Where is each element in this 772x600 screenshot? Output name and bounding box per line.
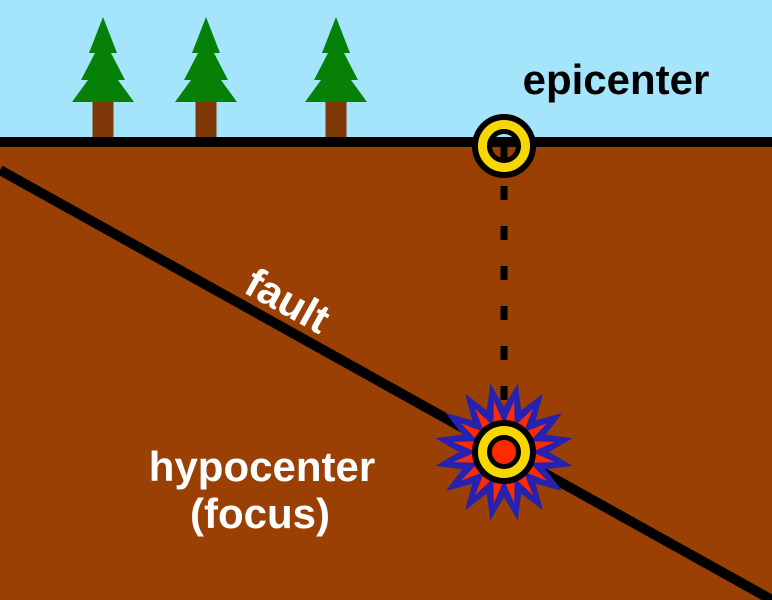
fault-line [0, 165, 772, 600]
tree [305, 17, 367, 147]
tree-trunk [195, 100, 217, 147]
hypocenter-label-line2: (focus) [190, 490, 330, 537]
trees [72, 17, 367, 147]
tree-trunk [92, 100, 114, 147]
tree [175, 17, 237, 147]
hypocenter-core [490, 438, 518, 466]
tree-foliage [72, 17, 134, 102]
hypocenter-burst [435, 383, 573, 521]
epicenter-marker [472, 114, 536, 178]
epicenter-label: epicenter [523, 56, 710, 103]
tree-foliage [175, 17, 237, 102]
hypocenter-label-line1: hypocenter [149, 443, 375, 490]
tree-foliage [305, 17, 367, 102]
hypocenter-ring-yellow [478, 426, 530, 478]
epicenter-ring-yellow [478, 120, 530, 172]
tree [72, 17, 134, 147]
tree-trunk [325, 100, 347, 147]
